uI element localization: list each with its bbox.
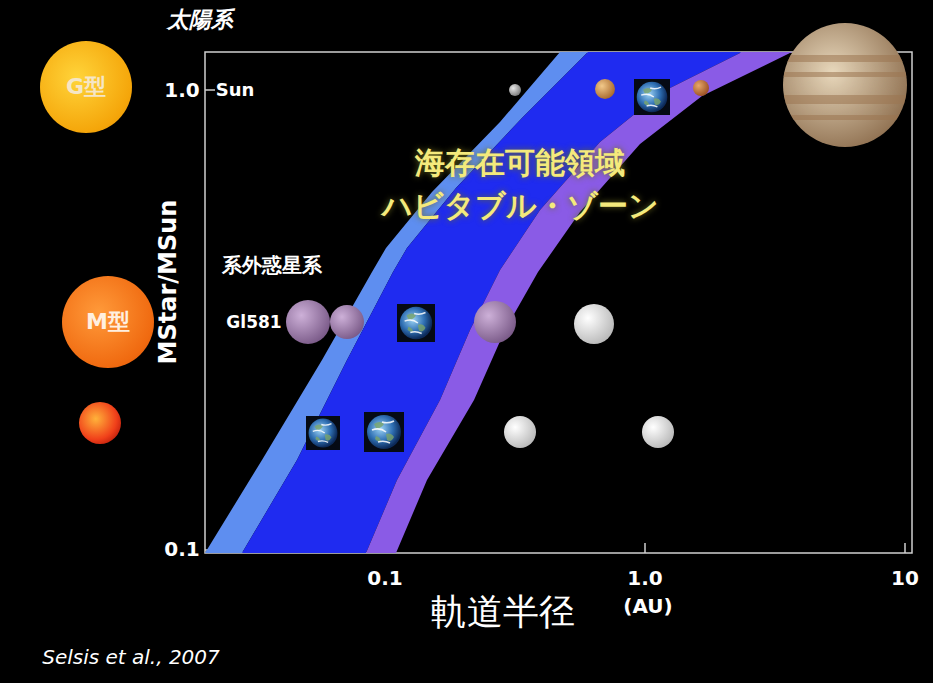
axis-tick-label: 1.0 — [164, 79, 199, 101]
section-label: 系外惑星系 — [222, 254, 322, 277]
planet — [642, 416, 674, 448]
star-name: Gl581 — [226, 313, 281, 332]
jupiter — [780, 23, 910, 147]
planet — [330, 305, 364, 339]
source-citation: Selsis et al., 2007 — [42, 646, 220, 668]
star-circle: M型 — [62, 276, 154, 368]
axis-title: MStar/MSun — [155, 200, 181, 365]
planet — [286, 300, 330, 344]
axis-tick-label: 0.1 — [367, 567, 402, 589]
section-title: 太陽系 — [167, 8, 233, 32]
earth-icon — [364, 412, 404, 452]
planet — [474, 301, 516, 343]
red-dwarf — [79, 402, 121, 444]
star-type: G型 — [66, 72, 106, 102]
axis-tick-label: 10 — [891, 567, 919, 589]
axis-title: 軌道半径 — [431, 592, 575, 632]
star-name: Sun — [216, 80, 255, 100]
planet — [504, 416, 536, 448]
zone-title: ハビタブル・ゾーン — [382, 189, 659, 222]
venus — [595, 79, 615, 99]
axis-unit: (AU) — [623, 595, 672, 617]
star-circle: G型 — [40, 41, 132, 133]
axis-tick-label: 1.0 — [627, 567, 662, 589]
earth-icon — [397, 304, 435, 342]
section-tag: 系外惑星系 — [216, 250, 328, 281]
axis-tick-label: 0.1 — [164, 538, 199, 560]
star-type: M型 — [86, 307, 130, 337]
mercury — [509, 84, 521, 96]
earth-icon — [634, 79, 670, 115]
zone-title: 海存在可能領域 — [415, 146, 625, 179]
earth-icon — [306, 416, 340, 450]
planet — [574, 304, 614, 344]
mars — [693, 80, 709, 96]
